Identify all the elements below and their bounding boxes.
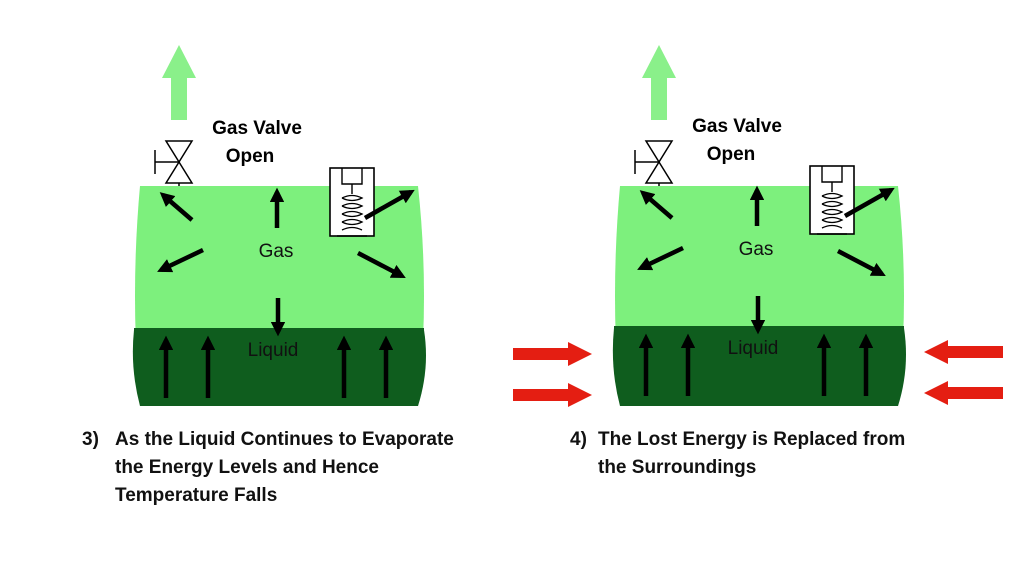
heat-arrow-icon: [513, 342, 592, 366]
arrow-up-right: [843, 187, 895, 218]
heat-arrow-icon: [513, 383, 592, 407]
valve-label-line-2: Open: [707, 144, 756, 165]
caption-number: 4): [570, 429, 587, 450]
gas-label: Gas: [259, 241, 294, 262]
gas-valve-icon: [154, 140, 194, 188]
arrow-down-right: [356, 251, 406, 279]
liquid-motion-arrows: [158, 335, 394, 398]
caption-line-1: The Lost Energy is Replaced from: [598, 429, 906, 450]
arrow-up-left: [159, 192, 194, 222]
caption-line-1: As the Liquid Continues to Evaporate: [115, 429, 454, 450]
caption-panel-2: 4) The Lost Energy is Replaced from the …: [570, 426, 990, 486]
gas-motion-arrows: [157, 187, 415, 337]
arrow-up-right: [363, 189, 415, 220]
liquid-label: Liquid: [248, 340, 299, 361]
caption-panel-1: 3) As the Liquid Continues to Evaporate …: [82, 426, 532, 516]
liquid-motion-arrows: [638, 333, 874, 396]
gas-label: Gas: [739, 239, 774, 260]
relief-valve-icon: [329, 167, 375, 237]
caption-number: 3): [82, 429, 99, 450]
caption-line-2: the Energy Levels and Hence: [115, 457, 379, 478]
valve-label-line-1: Gas Valve: [692, 116, 782, 137]
liquid-label: Liquid: [728, 338, 779, 359]
up-arrow-icon: [162, 45, 196, 120]
arrow-up-left: [639, 190, 674, 220]
heat-arrow-icon: [924, 340, 1003, 364]
gas-motion-arrows: [637, 185, 895, 335]
arrow-down-left: [637, 245, 684, 271]
tank: [132, 186, 426, 406]
relief-valve-icon: [809, 165, 855, 235]
panel-1: Gas Valve Open: [132, 45, 426, 406]
heat-arrow-icon: [924, 381, 1003, 405]
arrow-down-right: [836, 249, 886, 277]
arrow-down-left: [157, 247, 204, 273]
valve-label-line-1: Gas Valve: [212, 118, 302, 139]
caption-line-3: Temperature Falls: [115, 485, 278, 506]
up-arrow-icon: [642, 45, 676, 120]
gas-valve-icon: [634, 140, 674, 188]
caption-line-2: the Surroundings: [598, 457, 757, 478]
panel-2: Gas Valve Open G: [513, 45, 1003, 407]
valve-label-line-2: Open: [226, 146, 275, 167]
